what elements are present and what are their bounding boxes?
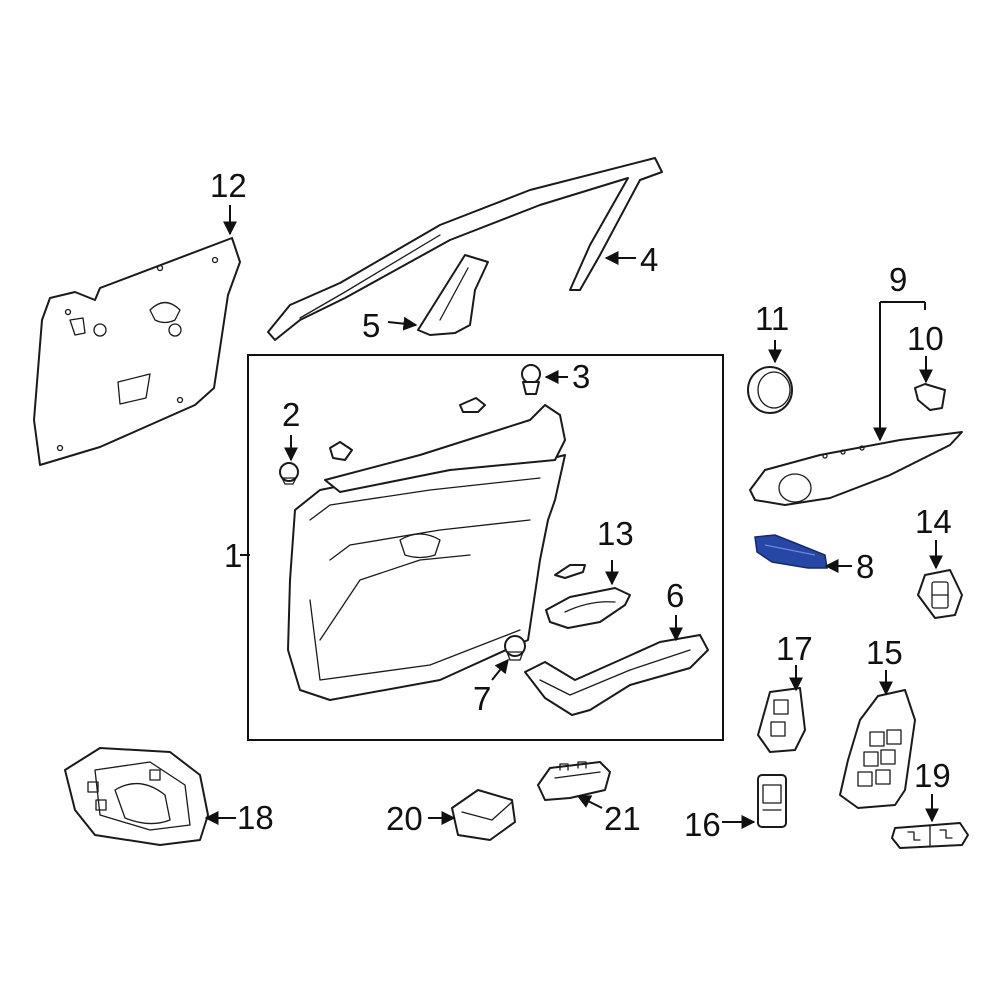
part-17-switch[interactable] (757, 687, 806, 753)
callout-15: 15 (866, 634, 903, 671)
callout-11: 11 (755, 300, 789, 337)
assembly-frame (247, 354, 724, 741)
leader-7 (491, 658, 509, 681)
callout-21: 21 (604, 800, 641, 837)
callout-17: 17 (776, 630, 813, 667)
callout-10: 10 (907, 320, 944, 357)
callout-1: 1 (224, 537, 242, 574)
callout-9: 9 (889, 261, 907, 298)
callout-7: 7 (473, 680, 491, 717)
callout-19: 19 (914, 757, 951, 794)
callout-13: 13 (597, 515, 634, 552)
part-1-door-panel[interactable] (287, 404, 566, 701)
part-4-window-trim[interactable] (267, 157, 663, 341)
callout-3: 3 (572, 358, 590, 395)
part-11-speaker-cover[interactable] (747, 366, 793, 414)
panel-retainer (329, 441, 353, 461)
callout-6: 6 (666, 577, 684, 614)
part-5-mirror-cover[interactable] (417, 254, 489, 336)
callout-8: 8 (856, 548, 874, 585)
callout-2: 2 (282, 396, 300, 433)
leader-5 (387, 316, 418, 331)
part-19-button[interactable] (891, 822, 969, 849)
part-18-seat-switch[interactable] (64, 747, 209, 846)
part-3-clip[interactable] (521, 364, 541, 395)
part-10-clip[interactable] (914, 383, 946, 411)
callout-14: 14 (915, 503, 952, 540)
callout-12: 12 (210, 167, 247, 204)
part-8-bracket[interactable] (754, 534, 828, 569)
callout-18: 18 (237, 799, 274, 836)
callout-20: 20 (386, 800, 423, 837)
part-12-insulator[interactable] (33, 237, 241, 466)
panel-clip (459, 397, 486, 413)
part-20-module[interactable] (451, 789, 516, 841)
part-15-window-switch[interactable] (839, 689, 916, 809)
part-9-upper-trim[interactable] (749, 431, 963, 506)
part-6-armrest[interactable] (524, 634, 709, 716)
part-7-cap[interactable] (504, 635, 526, 661)
part-14-switch[interactable] (917, 569, 963, 619)
callout-4: 4 (640, 241, 658, 278)
part-13-inside-handle[interactable] (545, 564, 631, 629)
leader-21 (576, 795, 603, 809)
part-21-bracket[interactable] (537, 761, 611, 801)
callout-16: 16 (684, 806, 721, 843)
callout-5: 5 (362, 307, 380, 344)
part-16-switch[interactable] (757, 774, 787, 828)
part-2-push-clip[interactable] (279, 462, 299, 485)
